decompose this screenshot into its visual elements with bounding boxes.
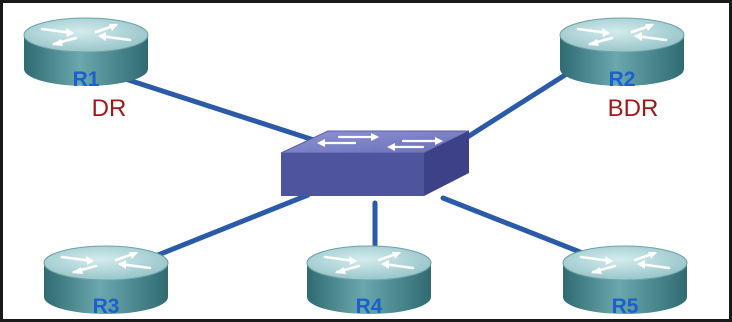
router-label: R1 bbox=[73, 68, 100, 91]
router-label: R2 bbox=[609, 68, 636, 91]
router-label: R5 bbox=[612, 295, 639, 318]
router-label: R3 bbox=[93, 295, 120, 318]
link-r3-switch bbox=[130, 192, 311, 268]
router-role-dr: DR bbox=[92, 95, 127, 122]
router-r5: R5 bbox=[561, 244, 689, 318]
router-r4: R4 bbox=[305, 244, 433, 318]
router-r3: R3 bbox=[42, 244, 170, 318]
switch-icon bbox=[280, 130, 470, 196]
network-diagram: R1 DR R2 BDR R3 R4 R5 bbox=[22, 16, 689, 318]
router-r2: R2 bbox=[558, 16, 686, 91]
router-label: R4 bbox=[356, 295, 383, 318]
link-r2-switch bbox=[455, 72, 568, 146]
router-r1: R1 bbox=[22, 16, 150, 91]
router-role-bdr: BDR bbox=[608, 95, 659, 122]
link-r1-switch bbox=[110, 72, 326, 146]
